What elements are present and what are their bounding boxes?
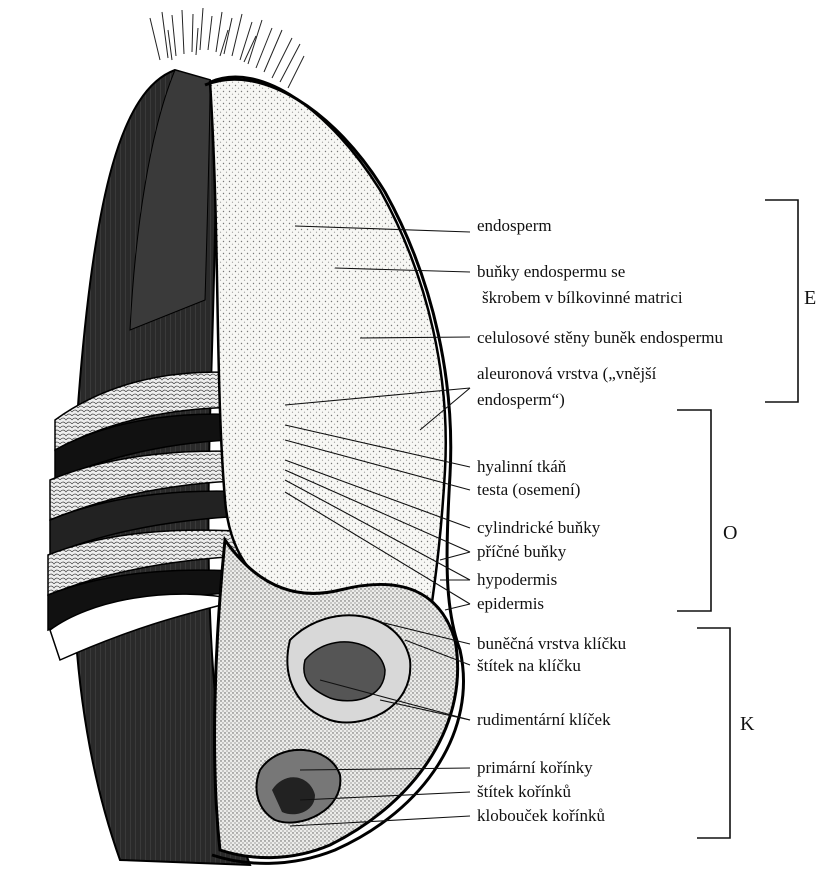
label-root-cap: klobouček kořínků — [477, 806, 605, 826]
label-scutellum: štítek na klíčku — [477, 656, 581, 676]
group-label-o: O — [723, 522, 737, 544]
label-endosperm-cells-line1: buňky endospermu se — [477, 262, 625, 282]
label-testa: testa (osemení) — [477, 480, 580, 500]
group-brackets — [677, 200, 798, 838]
label-cellulose-walls: celulosové stěny buněk endospermu — [477, 328, 723, 348]
endosperm-body — [210, 77, 446, 620]
label-hypodermis: hypodermis — [477, 570, 557, 590]
label-aleurone-line2: endosperm“) — [477, 390, 565, 410]
label-germ-cell-layer: buněčná vrstva klíčku — [477, 634, 626, 654]
group-label-k: K — [740, 713, 754, 735]
label-epidermis: epidermis — [477, 594, 544, 614]
label-hyaline-tissue: hyalinní tkáň — [477, 457, 566, 477]
label-endosperm-cells-line2: škrobem v bílkovinné matrici — [482, 288, 683, 308]
label-rudimentary-germ: rudimentární klíček — [477, 710, 611, 730]
label-transverse-cells: příčné buňky — [477, 542, 566, 562]
label-root-shield: štítek kořínků — [477, 782, 571, 802]
label-aleurone-line1: aleuronová vrstva („vnější — [477, 364, 656, 384]
label-endosperm: endosperm — [477, 216, 552, 236]
label-primary-roots: primární kořínky — [477, 758, 593, 778]
group-label-e: E — [804, 287, 816, 309]
label-cylindrical-cells: cylindrické buňky — [477, 518, 600, 538]
